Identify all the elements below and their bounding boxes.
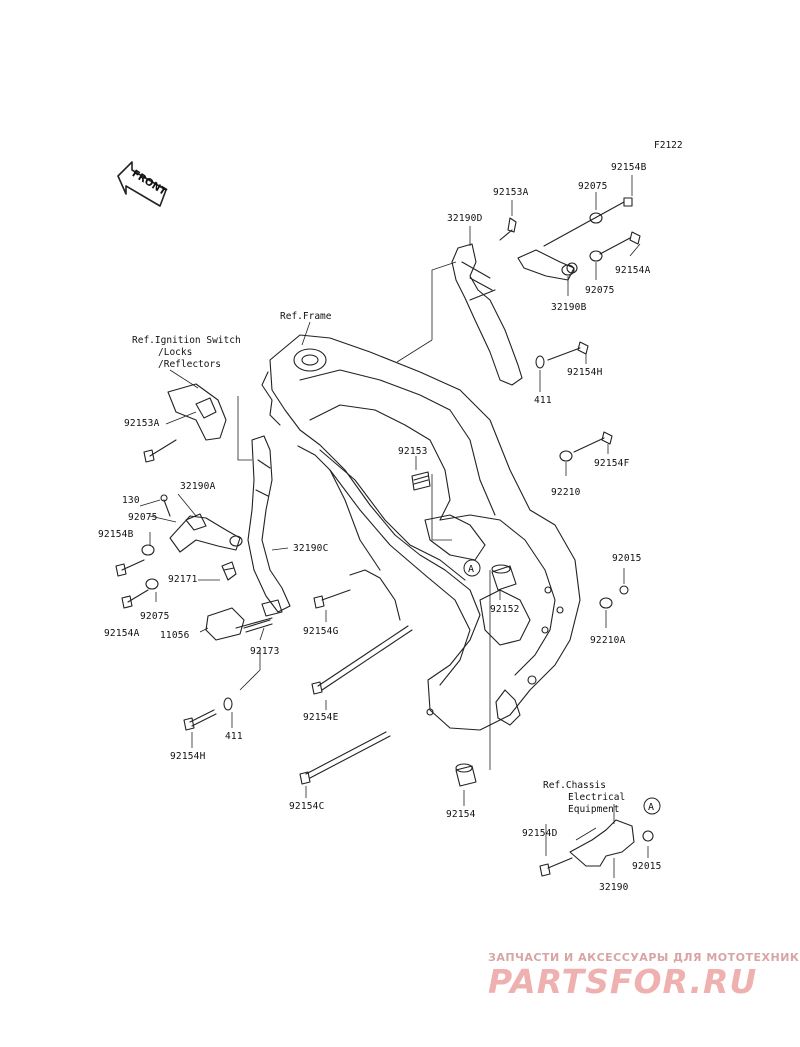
watermark-logo: PARTSFOR.RU: [488, 962, 758, 1001]
circle-marker-a-chassis: A: [643, 797, 661, 815]
collar-92154: [455, 763, 477, 787]
bolt-92154c: [299, 731, 391, 785]
part-label-92171: 92171: [168, 574, 198, 585]
part-label-92075-top: 92075: [578, 181, 608, 192]
bracket-ignition: [143, 383, 227, 463]
part-label-32190b: 32190B: [551, 302, 587, 313]
part-label-11056: 11056: [160, 630, 190, 641]
bolt-92154e: [311, 625, 413, 695]
ref-ignition-label-3: /Reflectors: [158, 359, 221, 370]
ref-frame-label: Ref.Frame: [280, 311, 332, 322]
part-label-92154g: 92154G: [303, 626, 339, 637]
bracket-32190a: [115, 494, 243, 609]
fasteners-upper-right: [499, 197, 641, 609]
ref-chassis-label-3: Equipment: [568, 804, 620, 815]
part-label-411-right: 411: [534, 395, 552, 406]
bracket-11056: [205, 599, 283, 641]
part-label-92154a-right: 92154A: [615, 265, 651, 276]
part-label-92152: 92152: [490, 604, 520, 615]
part-label-32190: 32190: [599, 882, 629, 893]
collar-92152: [491, 564, 517, 591]
svg-text:A: A: [468, 564, 474, 575]
bolt-92154h-left: [183, 697, 233, 731]
part-label-92015-bottom: 92015: [632, 861, 662, 872]
part-label-92154c: 92154C: [289, 801, 325, 812]
ref-ignition-label-2: /Locks: [158, 347, 193, 358]
bracket-32190: [539, 819, 654, 877]
bracket-32190d: [451, 243, 523, 386]
bolt-92153: [411, 471, 431, 491]
bracket-32190c: [247, 435, 291, 613]
watermark-tagline: ЗАПЧАСТИ И АКСЕССУАРЫ ДЛЯ МОТОТЕХНИКИ: [488, 951, 800, 964]
circle-marker-a-frame: A: [463, 559, 481, 577]
part-label-32190a: 32190A: [180, 481, 216, 492]
part-label-92154e: 92154E: [303, 712, 339, 723]
bracket-32190b: [517, 249, 575, 281]
part-label-92154h-left: 92154H: [170, 751, 206, 762]
part-label-92153a-left: 92153A: [124, 418, 160, 429]
part-label-411-left: 411: [225, 731, 243, 742]
part-label-92153: 92153: [398, 446, 428, 457]
part-label-92153a-top: 92153A: [493, 187, 529, 198]
part-label-92173: 92173: [250, 646, 280, 657]
part-label-92075-right: 92075: [585, 285, 615, 296]
part-label-92015-right: 92015: [612, 553, 642, 564]
svg-text:A: A: [648, 802, 654, 813]
ref-ignition-label-1: Ref.Ignition Switch: [132, 335, 241, 346]
part-label-32190d: 32190D: [447, 213, 483, 224]
part-label-92154: 92154: [446, 809, 476, 820]
part-label-92154b-top: 92154B: [611, 162, 647, 173]
clip-92171: [221, 561, 237, 581]
part-label-92210: 92210: [551, 487, 581, 498]
part-label-92154b-left: 92154B: [98, 529, 134, 540]
front-arrow-icon: FRONT: [117, 161, 168, 207]
part-label-92075-left-1: 92075: [128, 512, 158, 523]
part-label-92154a-left: 92154A: [104, 628, 140, 639]
bolt-92154g: [313, 589, 351, 609]
part-label-130: 130: [122, 495, 140, 506]
part-label-92210a: 92210A: [590, 635, 626, 646]
svg-text:FRONT: FRONT: [130, 168, 168, 198]
ref-chassis-label-2: Electrical: [568, 792, 626, 803]
main-frame: [261, 334, 581, 731]
part-label-92154d: 92154D: [522, 828, 558, 839]
figure-code: F2122: [654, 140, 683, 151]
part-label-92075-left-2: 92075: [140, 611, 170, 622]
part-label-92154h-right: 92154H: [567, 367, 603, 378]
part-label-32190c: 32190C: [293, 543, 329, 554]
ref-chassis-label-1: Ref.Chassis: [543, 780, 606, 791]
part-label-92154f: 92154F: [594, 458, 630, 469]
